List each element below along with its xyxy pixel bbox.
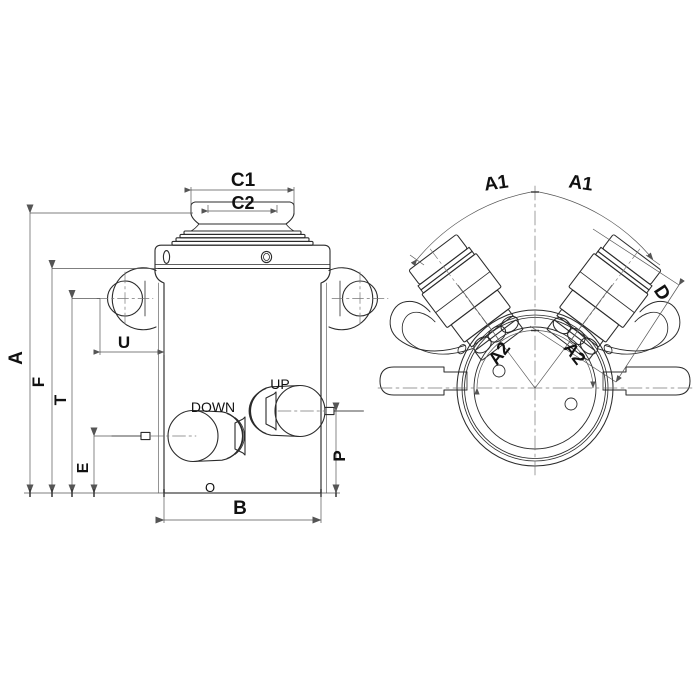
top-view-dimensions: [409, 191, 685, 395]
eye-left-centermarks: [96, 271, 154, 327]
dim-label-T: T: [51, 394, 70, 405]
dim-arc-A1-left: [410, 191, 532, 267]
flange-bolt-hole-center: [260, 250, 273, 264]
witness-lines-left: [30, 212, 193, 437]
up-hex-nut: [265, 391, 277, 431]
head-flange: [154, 244, 331, 270]
dim-label-C2: C2: [231, 193, 254, 213]
flange-body: [154, 244, 331, 270]
dim-label-F: F: [29, 377, 48, 387]
dim-label-P: P: [330, 450, 349, 461]
lug-left-profile: [379, 366, 468, 396]
lifting-eye-right: [328, 267, 389, 331]
top-view: [377, 185, 695, 479]
leader-A2-left: [457, 284, 536, 389]
left-chain-eyelet: [457, 344, 467, 355]
left-dustcap-loop-outer: [389, 300, 466, 352]
front-view-dim-labels: A F T E U B O P C1 C2: [6, 170, 349, 519]
eye-right-outer: [328, 267, 374, 331]
dim-label-U: U: [118, 333, 130, 352]
callout-up: UP: [270, 376, 289, 392]
dim-arc-A1-right: [538, 191, 654, 260]
callout-down: DOWN: [191, 399, 235, 415]
dim-line-D: [615, 277, 685, 383]
port-callouts: DOWN UP: [191, 376, 290, 415]
handle-lug-left: [379, 366, 468, 396]
leader-A2-right: [534, 284, 613, 389]
up-ring-3: [248, 392, 259, 430]
dim-label-B: B: [233, 498, 247, 519]
dim-label-A1-left: A1: [483, 171, 510, 195]
dim-label-E: E: [75, 462, 92, 473]
down-hex-nut: [234, 416, 246, 456]
down-ring-2: [230, 414, 244, 458]
dim-label-A1-right: A1: [567, 171, 594, 195]
dim-label-A: A: [6, 351, 27, 365]
dim-label-O: O: [205, 480, 215, 495]
body-left-profile: [154, 267, 165, 494]
eye-right-centermarks: [331, 271, 389, 327]
body-right-profile: [320, 267, 331, 494]
dim-label-C1: C1: [231, 170, 256, 191]
right-chain-eyelet: [603, 344, 613, 355]
bolt-hole-lower-right: [564, 397, 578, 411]
witness-A1-left: [409, 254, 425, 266]
front-view: [96, 201, 389, 494]
left-dustcap-loop-inner: [401, 311, 474, 355]
witness-D-bottom: [529, 325, 617, 383]
flange-bolt-hole-center-inner: [263, 252, 270, 261]
witness-D-top: [592, 228, 680, 286]
top-view-centerlines: [377, 185, 695, 479]
bolt-hole-upper-left: [492, 364, 506, 378]
dim-arc-A2-right: [537, 330, 596, 389]
coupler-down: [111, 409, 246, 463]
lifting-eye-left: [96, 267, 157, 331]
down-ring-3: [234, 417, 245, 455]
front-view-dimensions: [24, 187, 364, 524]
flange-bolt-hole-left: [162, 250, 171, 264]
witness-A1-right: [645, 254, 661, 266]
dim-arc-A2-left: [474, 330, 533, 395]
